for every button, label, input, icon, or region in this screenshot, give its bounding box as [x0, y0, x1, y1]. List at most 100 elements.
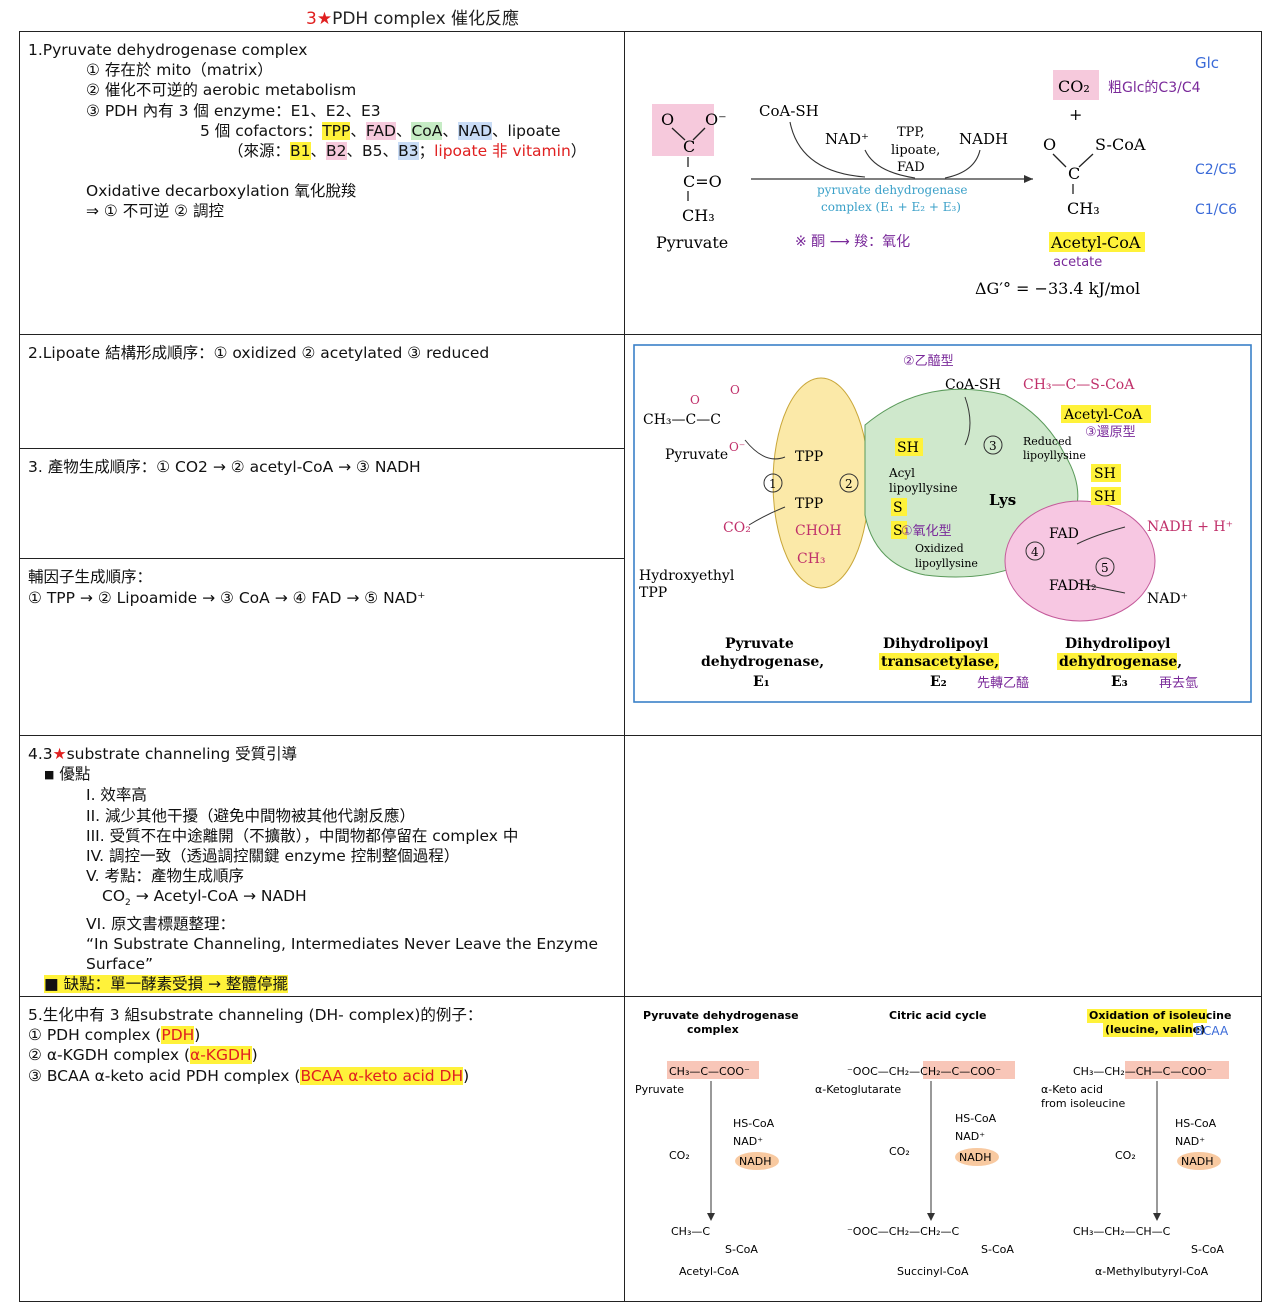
section-5: 5.生化中有 3 組substrate channeling (DH- comp… [19, 996, 625, 1302]
svg-text:CO₂: CO₂ [889, 1145, 910, 1158]
svg-text:⁻OOC—CH₂—CH₂—C: ⁻OOC—CH₂—CH₂—C [847, 1225, 960, 1238]
section-2: 2.Lipoate 結構形成順序：① oxidized ② acetylated… [19, 334, 625, 449]
svg-text:dehydrogenase,: dehydrogenase, [701, 654, 824, 670]
svg-text:Dihydrolipoyl: Dihydrolipoyl [883, 636, 989, 652]
svg-text:FAD: FAD [897, 160, 925, 175]
svg-text:SH: SH [897, 440, 919, 456]
s1-line3: ③ PDH 內有 3 個 enzyme：E1、E2、E3 [86, 101, 381, 120]
svg-text:TPP,: TPP, [897, 125, 925, 140]
svg-text:SH: SH [1094, 466, 1116, 482]
svg-text:CH₃: CH₃ [682, 206, 715, 225]
s1-heading: 1.Pyruvate dehydrogenase complex [28, 41, 308, 59]
svg-text:S-CoA: S-CoA [1191, 1243, 1224, 1256]
d1-acetyl: Acetyl-CoA [1050, 233, 1141, 252]
svg-text:S: S [893, 523, 903, 539]
svg-text:acetate: acetate [1053, 255, 1102, 270]
svg-text:α-Ketoglutarate: α-Ketoglutarate [815, 1083, 901, 1096]
svg-text:Acetyl-CoA: Acetyl-CoA [1063, 407, 1143, 423]
svg-text:Pyruvate: Pyruvate [665, 447, 728, 463]
svg-text:lipoyllysine: lipoyllysine [889, 481, 958, 495]
page-title: 3★PDH complex 催化反應 [306, 9, 520, 29]
svg-text:Oxidized: Oxidized [915, 542, 964, 555]
svg-text:Reduced: Reduced [1023, 435, 1072, 448]
svg-text:CHOH: CHOH [795, 523, 842, 539]
svg-text:C: C [1068, 164, 1080, 183]
svg-text:NAD⁺: NAD⁺ [955, 1130, 985, 1143]
svg-text:CoA-SH: CoA-SH [945, 377, 1001, 393]
s4-disadv: ■ 缺點：單一酵素受損 → 整體停擺 [44, 975, 288, 994]
s4-vi3: Surface” [86, 955, 154, 974]
svg-text:CH₃: CH₃ [1067, 199, 1100, 218]
pdh-mechanism-diagram: CH₃—C—C O O O⁻ Pyruvate CO₂ TPP TPP CHOH… [633, 344, 1252, 703]
svg-text:C: C [683, 137, 695, 156]
svg-text:+: + [1069, 105, 1082, 124]
svg-text:E₃: E₃ [1111, 674, 1128, 690]
svg-text:NAD⁺: NAD⁺ [1147, 591, 1188, 607]
svg-text:CH₃: CH₃ [797, 551, 826, 567]
s1-cofactors: 5 個 cofactors：TPP、FAD、CoA、NAD、lipoate [200, 121, 561, 140]
svg-text:1: 1 [769, 477, 777, 491]
svg-text:Dihydrolipoyl: Dihydrolipoyl [1065, 636, 1171, 652]
svg-text:CH₃—CH₂—CH—C—COO⁻: CH₃—CH₂—CH—C—COO⁻ [1073, 1065, 1212, 1078]
s4-vi: VI. 原文書標題整理： [86, 914, 236, 933]
svg-text:E₂: E₂ [930, 674, 947, 690]
svg-text:from isoleucine: from isoleucine [1041, 1097, 1125, 1110]
svg-text:lipoyllysine: lipoyllysine [915, 557, 978, 570]
svg-text:transacetylase,: transacetylase, [881, 654, 999, 670]
svg-text:Acetyl-CoA: Acetyl-CoA [679, 1265, 739, 1278]
svg-text:CH₃—C—S-CoA: CH₃—C—S-CoA [1023, 377, 1135, 393]
pdh-reaction-diagram: O O⁻ C C=O CH₃ Pyruvate CoA-SH NAD⁺ TPP,… [652, 54, 1237, 298]
s4-ii: II. 減少其他干擾（避免中間物被其他代謝反應） [86, 806, 415, 825]
svg-text:TPP: TPP [795, 496, 823, 512]
s4-adv: ■ 優點 [44, 765, 91, 784]
svg-text:Acyl: Acyl [888, 466, 915, 480]
svg-text:C1/C6: C1/C6 [1195, 202, 1237, 218]
section-3: 3. 產物生成順序：① CO2 → ② acetyl-CoA → ③ NADH [19, 447, 625, 560]
svg-text:TPP: TPP [795, 449, 823, 465]
svg-text:⁻OOC—CH₂—CH₂—C—COO⁻: ⁻OOC—CH₂—CH₂—C—COO⁻ [847, 1065, 1001, 1078]
svg-text:CH₃—C: CH₃—C [671, 1225, 710, 1238]
dh-complex-comparison: Pyruvate dehydrogenase complex Citric ac… [635, 1009, 1231, 1278]
svg-text:lipoyllysine: lipoyllysine [1023, 449, 1086, 462]
s2-text: 2.Lipoate 結構形成順序：① oxidized ② acetylated… [28, 344, 490, 362]
s5-l3: ③ BCAA α-keto acid PDH complex (BCAA α-k… [28, 1066, 470, 1085]
reaction-diagram-cell: O O⁻ C C=O CH₃ Pyruvate CoA-SH NAD⁺ TPP,… [624, 31, 1262, 335]
svg-text:O⁻: O⁻ [729, 440, 745, 454]
svg-text:③還原型: ③還原型 [1085, 425, 1136, 440]
svg-text:S-CoA: S-CoA [725, 1243, 758, 1256]
mechanism-diagram-cont [624, 735, 1262, 997]
s3-cofactor-title: 輔因子生成順序： [28, 568, 153, 587]
svg-text:CH₃—C—C: CH₃—C—C [643, 412, 721, 428]
svg-text:S-CoA: S-CoA [1095, 135, 1146, 154]
svg-text:CO₂: CO₂ [1058, 77, 1090, 96]
svg-text:S: S [893, 500, 903, 516]
notes-table: 1.Pyruvate dehydrogenase complex ① 存在於 m… [19, 31, 1262, 1302]
svg-text:Hydroxyethyl: Hydroxyethyl [639, 568, 735, 584]
s1-line2: ② 催化不可逆的 aerobic metabolism [86, 81, 357, 100]
svg-text:C2/C5: C2/C5 [1195, 162, 1237, 178]
svg-text:E₁: E₁ [753, 674, 770, 690]
s5-l1: ① PDH complex (PDH) [28, 1026, 201, 1045]
svg-text:O: O [661, 110, 674, 129]
svg-text:O: O [730, 383, 740, 397]
svg-text:CH₃—CH₂—CH—C: CH₃—CH₂—CH—C [1073, 1225, 1171, 1238]
s3-text: 3. 產物生成順序：① CO2 → ② acetyl-CoA → ③ NADH [28, 457, 421, 476]
section-1: 1.Pyruvate dehydrogenase complex ① 存在於 m… [19, 31, 625, 335]
svg-text:CH₃—C—COO⁻: CH₃—C—COO⁻ [669, 1065, 750, 1078]
svg-text:Pyruvate dehydrogenase: Pyruvate dehydrogenase [643, 1009, 799, 1022]
svg-text:complex (E₁ + E₂ + E₃): complex (E₁ + E₂ + E₃) [821, 200, 961, 214]
svg-text:Lys: Lys [989, 491, 1016, 509]
svg-text:NAD⁺: NAD⁺ [733, 1135, 763, 1148]
svg-text:②乙醯型: ②乙醯型 [903, 354, 954, 369]
s4-iv: IV. 調控一致（透過調控關鍵 enzyme 控制整個過程） [86, 847, 460, 866]
svg-text:CO₂: CO₂ [1115, 1149, 1136, 1162]
s4-vi2: “In Substrate Channeling, Intermediates … [86, 934, 598, 953]
svg-text:Oxidation of isoleucine: Oxidation of isoleucine [1089, 1009, 1231, 1022]
section-4: 4.3★substrate channeling 受質引導 ■ 優點 I. 效率… [19, 735, 625, 997]
svg-text:Pyruvate: Pyruvate [725, 636, 794, 652]
svg-text:dehydrogenase,: dehydrogenase, [1059, 654, 1182, 670]
svg-text:先轉乙醯: 先轉乙醯 [977, 676, 1029, 691]
svg-text:NADH: NADH [739, 1155, 772, 1168]
svg-text:NADH: NADH [959, 1151, 992, 1164]
svg-text:FAD: FAD [1049, 526, 1079, 542]
